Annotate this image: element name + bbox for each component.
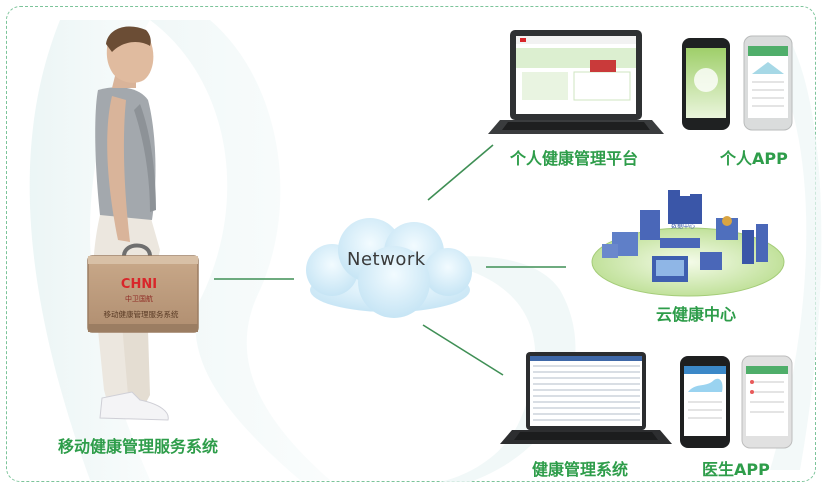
case-brand: CHNI xyxy=(121,277,157,292)
label-doctor-app: 医生APP xyxy=(702,460,770,479)
label-personal-app: 个人APP xyxy=(720,149,788,168)
phones-personal-app xyxy=(682,35,793,131)
laptop-personal-platform xyxy=(488,30,664,134)
label-cloud-center: 云健康中心 xyxy=(656,305,737,324)
connectors xyxy=(214,144,566,376)
network-label: Network xyxy=(347,249,426,270)
cloud-center-platform: 数据中心 xyxy=(591,190,785,297)
laptop-health-system xyxy=(500,352,672,444)
case-brand-cn: 中卫国航 xyxy=(125,294,153,303)
line-cloud-to-platform xyxy=(427,144,494,201)
label-health-system: 健康管理系统 xyxy=(532,460,629,479)
phones-doctor-app xyxy=(680,355,793,449)
network-cloud xyxy=(306,218,472,318)
case-title: 移动健康管理服务系统 xyxy=(104,309,179,319)
line-cloud-to-system xyxy=(422,324,504,376)
label-personal-platform: 个人健康管理平台 xyxy=(510,149,639,168)
medical-case: CHNI 中卫国航 移动健康管理服务系统 xyxy=(87,243,199,333)
label-mobile-system: 移动健康管理服务系统 xyxy=(58,437,219,456)
data-center-tag: 数据中心 xyxy=(671,222,695,230)
